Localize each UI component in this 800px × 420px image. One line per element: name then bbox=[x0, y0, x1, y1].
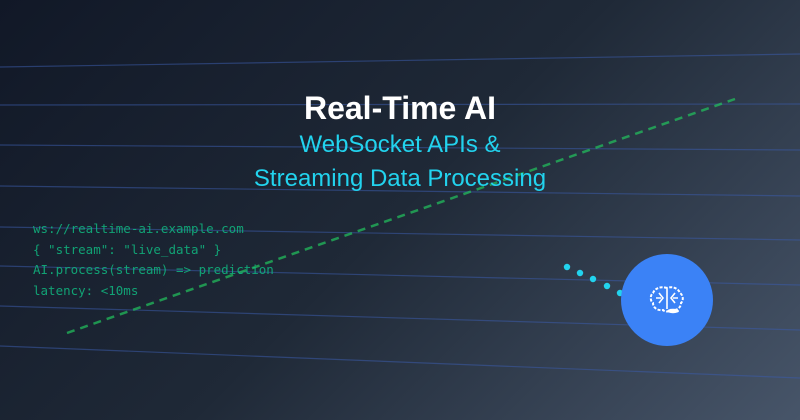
data-stream-dashed-line bbox=[66, 97, 736, 335]
stream-dot bbox=[603, 282, 611, 290]
page-title: Real-Time AI bbox=[303, 90, 497, 126]
grid-line bbox=[0, 53, 800, 68]
subtitle-line-2: Streaming Data Processing bbox=[253, 165, 547, 192]
grid-line bbox=[0, 345, 800, 379]
code-line: latency: <10ms bbox=[33, 282, 139, 298]
grid-line bbox=[0, 144, 800, 151]
stream-dot bbox=[563, 263, 571, 271]
code-line: AI.process(stream) => prediction bbox=[33, 262, 274, 277]
code-snippet: ws://realtime-ai.example.com { "stream": … bbox=[33, 219, 274, 301]
grid-line bbox=[0, 226, 800, 241]
grid-line bbox=[0, 185, 800, 197]
stream-dot bbox=[576, 269, 584, 277]
brain-icon bbox=[649, 286, 684, 314]
ai-brain-circle bbox=[621, 254, 713, 346]
stream-dot bbox=[589, 275, 597, 283]
grid-line bbox=[0, 103, 800, 106]
code-line: { "stream": "live_data" } bbox=[33, 241, 222, 257]
code-line: ws://realtime-ai.example.com bbox=[33, 221, 244, 236]
subtitle-line-1: WebSocket APIs & bbox=[299, 131, 501, 158]
